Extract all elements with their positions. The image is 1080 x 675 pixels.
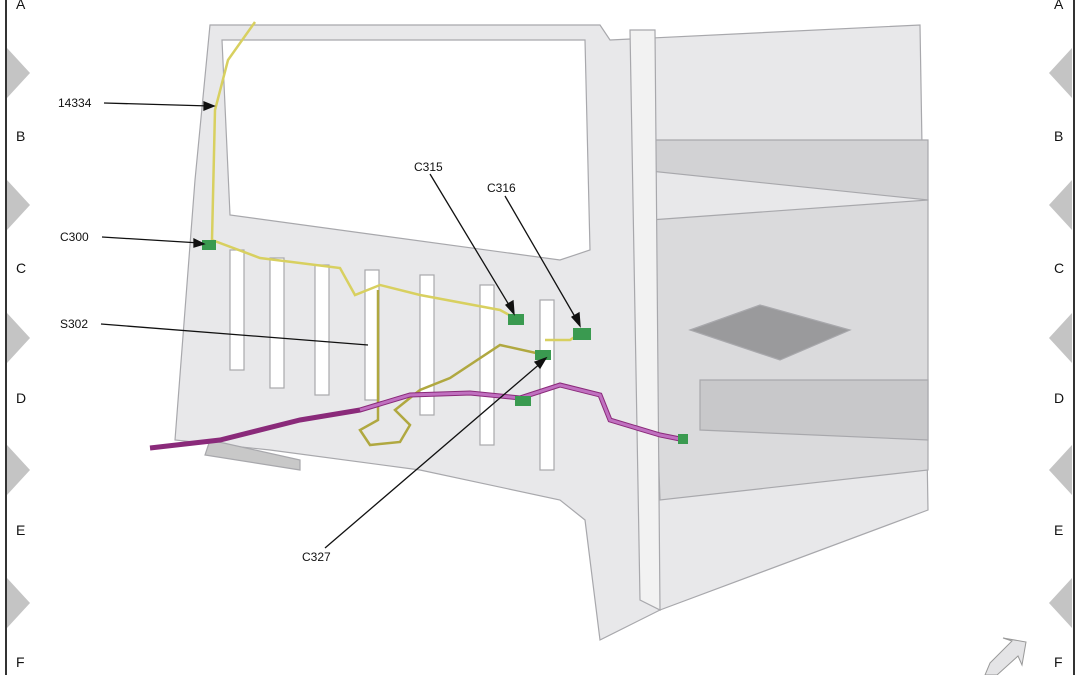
- harness-yellow-lower: [358, 290, 546, 447]
- connector-c316: [573, 328, 591, 340]
- wire-harnesses: [149, 21, 686, 451]
- right-frame-border: [1073, 0, 1075, 675]
- callout-s302: S302: [60, 317, 89, 331]
- zone-label-left-f: F: [16, 654, 25, 670]
- callout-c315: C315: [414, 160, 443, 174]
- zone-label-left-b: B: [16, 128, 26, 144]
- zone-label-right-d: D: [1054, 390, 1065, 406]
- left-frame-border: [5, 0, 7, 675]
- harness-yellow-upper: [210, 21, 516, 320]
- zone-label-right-f: F: [1054, 654, 1063, 670]
- zone-label-left-a: A: [16, 0, 26, 12]
- callout-c316: C316: [487, 181, 516, 195]
- connectors: [202, 240, 688, 444]
- connector-c327: [535, 350, 551, 360]
- zone-label-right-c: C: [1054, 260, 1065, 276]
- zone-label-left-d: D: [16, 390, 27, 406]
- callout-c327: C327: [302, 550, 331, 564]
- cab-body: [174, 24, 929, 641]
- zone-label-right-e: E: [1054, 522, 1064, 538]
- connector-c315: [508, 314, 524, 325]
- zone-label-right-b: B: [1054, 128, 1064, 144]
- zone-label-left-c: C: [16, 260, 27, 276]
- leader-lines: [100, 101, 581, 549]
- callout-14334: 14334: [58, 96, 92, 110]
- frame-tabs: [7, 48, 1072, 628]
- connector-floor: [678, 434, 688, 444]
- connector-inline: [515, 396, 531, 406]
- connector-c300: [202, 240, 216, 250]
- harness-pink: [359, 383, 686, 442]
- zone-label-right-a: A: [1054, 0, 1064, 12]
- callout-c300: C300: [60, 230, 89, 244]
- view-direction-arrow-icon: [984, 637, 1027, 675]
- zone-label-left-e: E: [16, 522, 26, 538]
